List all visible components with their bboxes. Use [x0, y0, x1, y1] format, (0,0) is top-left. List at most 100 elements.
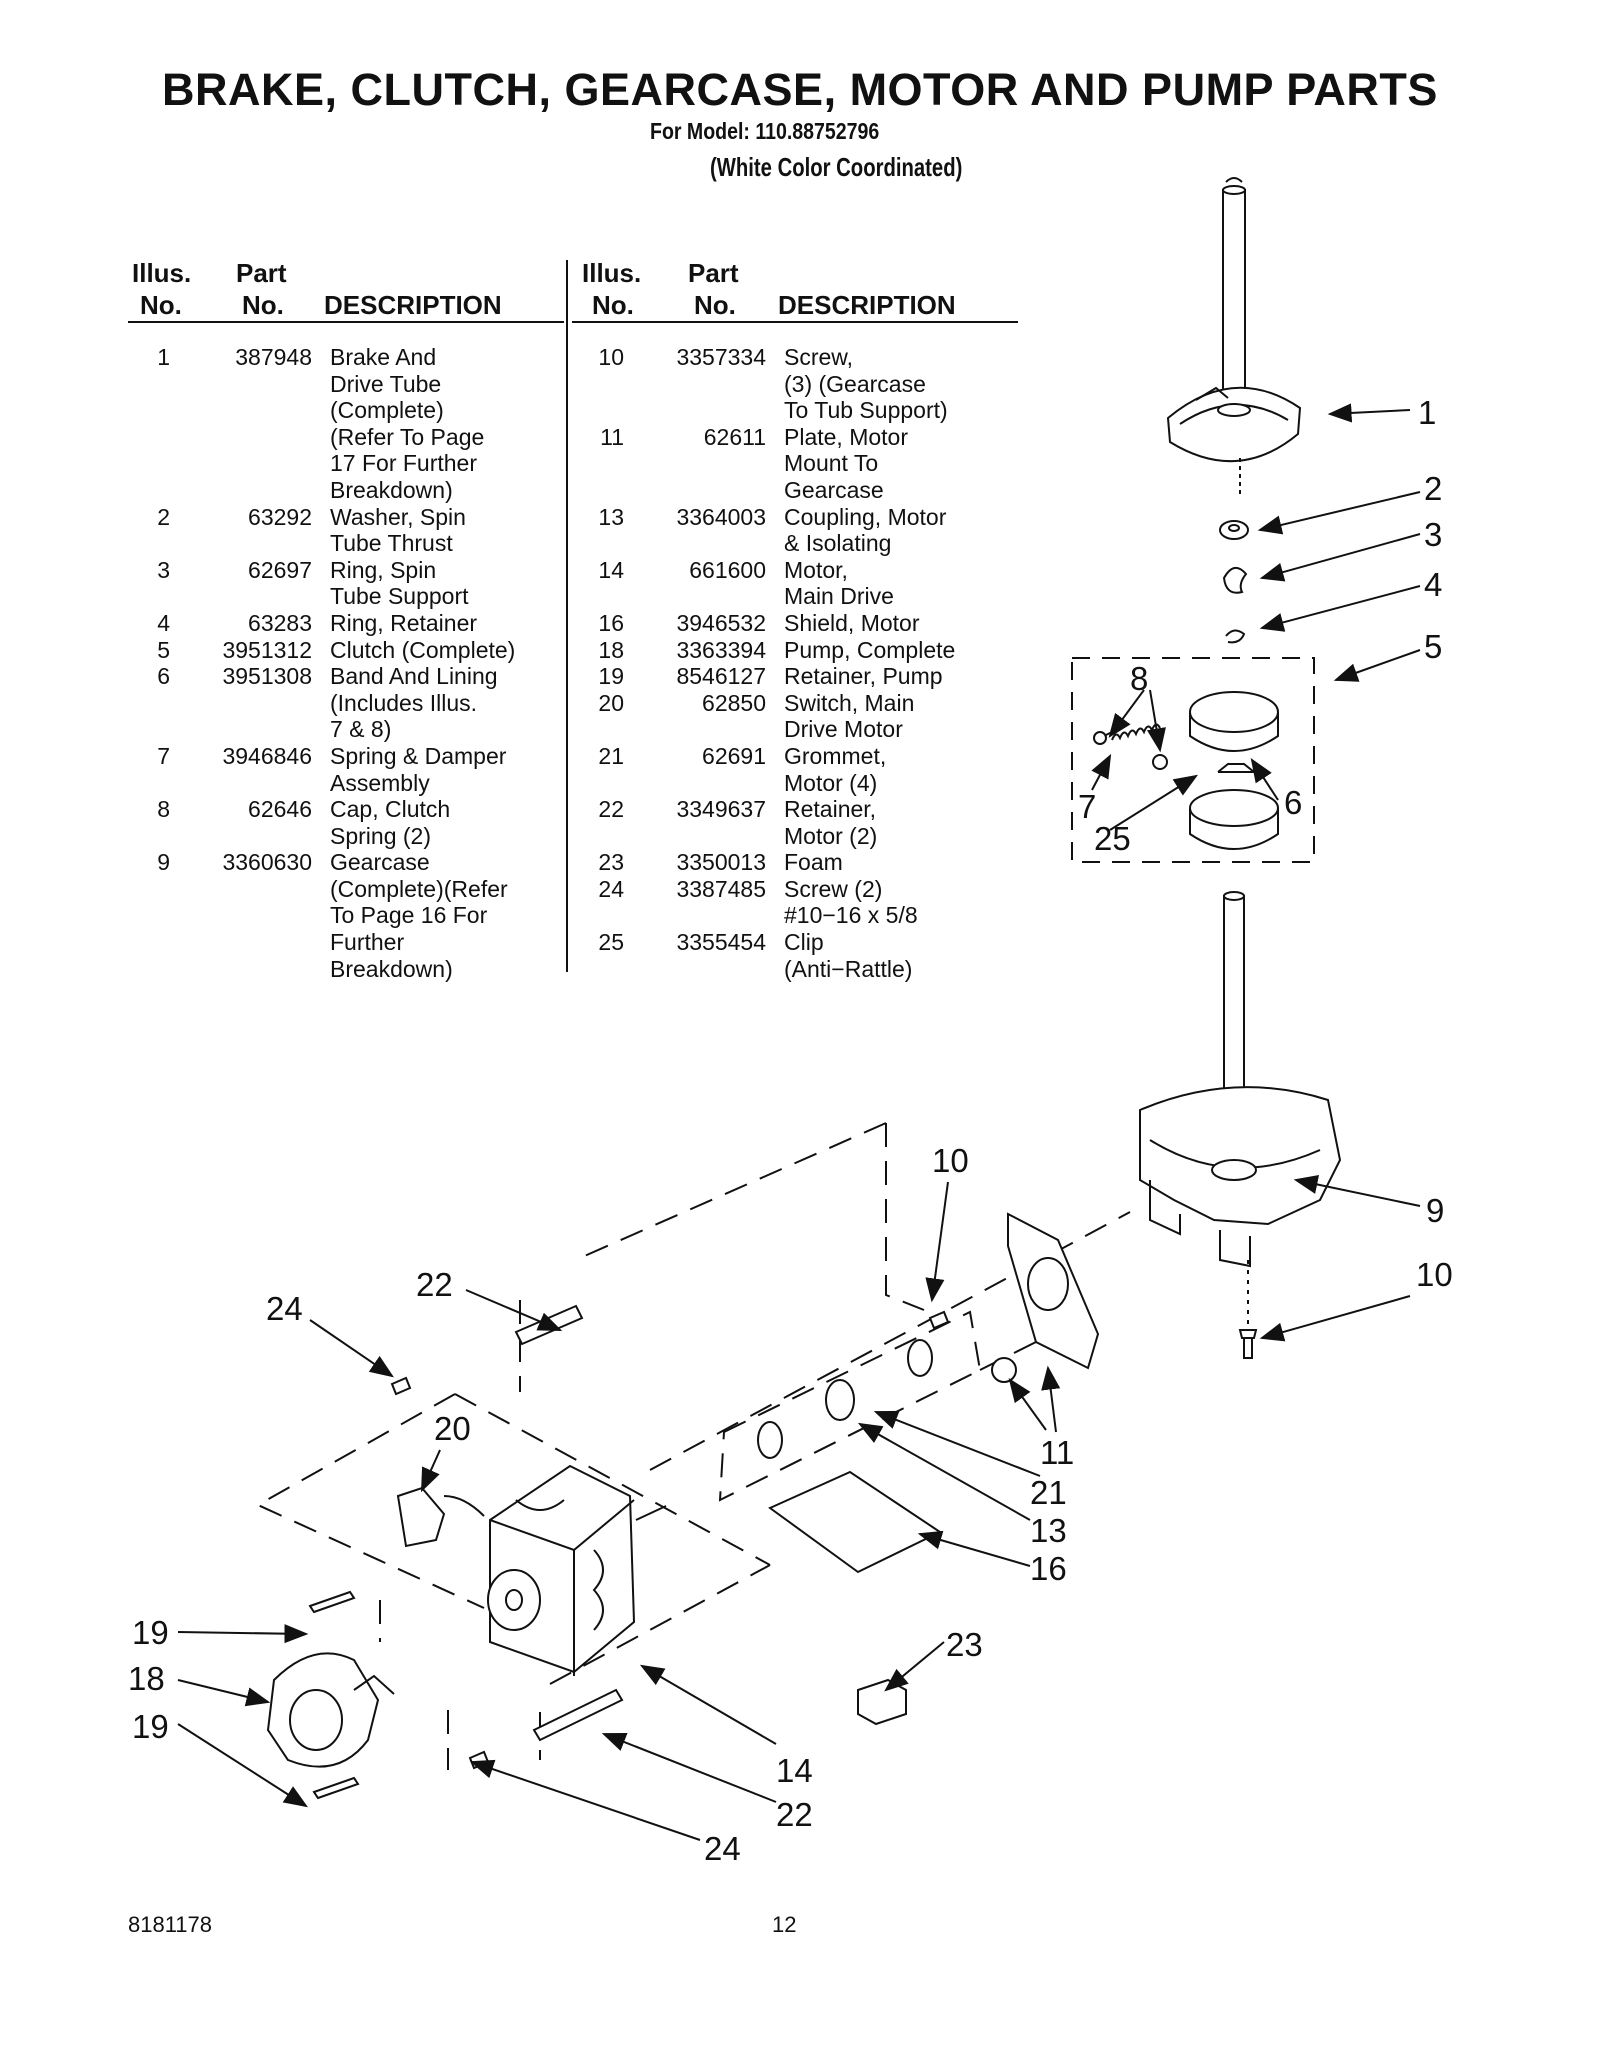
part-description: Spring & Damper Assembly — [330, 742, 507, 796]
page-number: 12 — [772, 1912, 797, 1937]
part-number: 62691 — [702, 742, 766, 769]
part-number: 3363394 — [676, 636, 766, 663]
illus-number: 20 — [598, 689, 624, 716]
callout-10-right: 10 — [1416, 1256, 1453, 1293]
part-description: Pump, Complete — [784, 636, 956, 663]
header-illus: Illus. — [582, 258, 642, 288]
header-illus-no: No. — [140, 290, 182, 320]
part-number: 3951312 — [222, 636, 312, 663]
part-number: 62611 — [703, 423, 766, 450]
callout-24-bottom: 24 — [704, 1830, 741, 1867]
illus-number: 1 — [157, 344, 170, 370]
illus-number: 14 — [598, 556, 624, 583]
header-description: DESCRIPTION — [324, 290, 502, 320]
callout-20: 20 — [434, 1410, 471, 1447]
foam-drawing — [857, 1678, 907, 1726]
table-row: 20 62850 Switch, Main Drive Motor — [582, 690, 1018, 743]
header-rule — [572, 321, 1018, 323]
part-number: 3360630 — [222, 849, 312, 876]
table-header-right: Illus. No. Part No. DESCRIPTION — [572, 258, 1018, 323]
document-number: 8181178 — [128, 1912, 213, 1937]
header-part: Part — [236, 258, 287, 288]
callout-22-top: 22 — [416, 1266, 453, 1303]
callout-3: 3 — [1424, 516, 1442, 553]
callout-5: 5 — [1424, 628, 1442, 665]
illus-number: 22 — [598, 796, 624, 823]
drive-tube-drawing — [1071, 177, 1342, 1359]
motor-switch-drawing — [396, 1486, 446, 1548]
callout-25: 25 — [1094, 820, 1131, 857]
callout-13: 13 — [1030, 1512, 1067, 1549]
part-number: 63283 — [248, 609, 312, 636]
callout-11: 11 — [1040, 1434, 1074, 1471]
part-number: 3350013 — [676, 849, 766, 876]
header-illus-no: No. — [592, 290, 634, 320]
table-row: 24 3387485 Screw (2) #10−16 x 5/8 — [582, 876, 1018, 929]
header-part: Part — [688, 258, 739, 288]
table-row: 8 62646 Cap, Clutch Spring (2) — [128, 796, 564, 849]
table-header: Illus. No. Part No. DESCRIPTION — [128, 258, 564, 323]
part-number: 62646 — [248, 796, 312, 823]
part-description: Brake And Drive Tube (Complete) (Refer T… — [330, 344, 485, 503]
illus-number: 24 — [598, 875, 624, 902]
part-description: Cap, Clutch Spring (2) — [330, 796, 451, 849]
illus-number: 3 — [157, 556, 170, 583]
header-illus: Illus. — [132, 258, 192, 288]
pump-drawing — [266, 1652, 395, 1768]
part-description: Washer, Spin Tube Thrust — [330, 503, 466, 557]
callout-22-bottom: 22 — [776, 1796, 813, 1833]
part-number: 62850 — [702, 689, 766, 716]
illus-number: 16 — [598, 609, 624, 636]
column-separator — [566, 260, 568, 972]
illus-number: 21 — [598, 742, 624, 769]
part-description: Clip (Anti−Rattle) — [784, 929, 913, 982]
part-description: Band And Lining (Includes Illus. 7 & 8) — [330, 663, 498, 743]
motor-drawing — [487, 1464, 667, 1676]
illus-number: 13 — [598, 503, 624, 530]
callout-23: 23 — [946, 1626, 983, 1663]
illus-number: 18 — [598, 636, 624, 663]
illus-number: 7 — [157, 742, 170, 769]
callout-4: 4 — [1424, 566, 1442, 603]
callout-labels: 1 2 3 4 5 8 7 25 6 10 9 10 22 24 20 11 2… — [128, 394, 1453, 1867]
header-part-no: No. — [242, 290, 284, 320]
table-row: 18 3363394 Pump, Complete — [582, 637, 1018, 664]
callout-21: 21 — [1030, 1474, 1067, 1511]
model-number: For Model: 110.88752796 — [650, 118, 880, 144]
part-description: Switch, Main Drive Motor — [784, 689, 915, 743]
part-number: 661600 — [689, 556, 766, 583]
illus-number: 10 — [598, 344, 624, 370]
part-description: Screw (2) #10−16 x 5/8 — [784, 875, 918, 929]
part-number: 3355454 — [676, 929, 766, 956]
part-description: Plate, Motor Mount To Gearcase — [784, 423, 908, 503]
part-number: 3357334 — [676, 344, 766, 370]
callout-8: 8 — [1130, 660, 1148, 697]
illus-number: 4 — [157, 609, 170, 636]
motor-shield-drawing — [768, 1470, 943, 1574]
illus-number: 2 — [157, 503, 170, 530]
part-number: 3946846 — [222, 742, 312, 769]
callout-19-top: 19 — [132, 1614, 169, 1651]
illus-number: 6 — [157, 663, 170, 690]
leader-lines — [177, 403, 1421, 1841]
callout-24-top: 24 — [266, 1290, 303, 1327]
part-description: Ring, Spin Tube Support — [330, 556, 469, 610]
part-description: Clutch (Complete) — [330, 636, 516, 663]
callout-18: 18 — [128, 1660, 165, 1697]
header-description: DESCRIPTION — [778, 290, 956, 320]
table-row: 4 63283 Ring, Retainer — [128, 610, 564, 637]
illus-number: 8 — [157, 796, 170, 823]
part-description: Ring, Retainer — [330, 609, 478, 636]
part-description: Coupling, Motor & Isolating — [784, 503, 947, 557]
part-number: 3387485 — [676, 875, 766, 902]
